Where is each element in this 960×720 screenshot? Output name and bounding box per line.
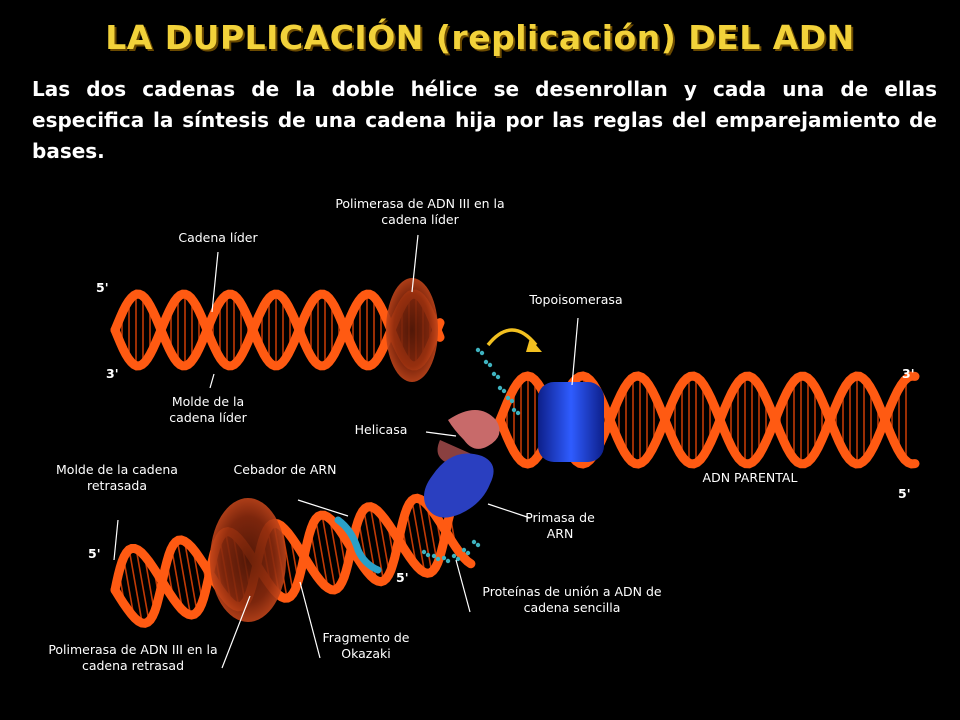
lagging-helix-base-pair (369, 506, 385, 582)
label-polimerasa-lider: Polimerasa de ADN III en la cadena líder (335, 196, 505, 227)
label-fragmento-okazaki: Fragmento de Okazaki (322, 630, 410, 661)
lagging-helix-base-pair (321, 514, 337, 590)
label-topoisomerasa: Topoisomerasa (529, 292, 623, 307)
ssb-protein-dot (461, 547, 467, 553)
lagging-polymerase (210, 498, 286, 622)
ssb-protein-dot (505, 395, 511, 401)
end-top-left-3: 3' (106, 366, 119, 381)
end-right-3: 3' (902, 366, 915, 381)
label-adn-parental: ADN PARENTAL (702, 470, 798, 485)
ssb-protein-dot (465, 550, 471, 556)
ssb-protein-dot (495, 374, 501, 380)
intro-paragraph: Las dos cadenas de la doble hélice se de… (32, 77, 937, 163)
ssb-protein-dot (441, 555, 447, 561)
label-cadena-lider: Cadena líder (178, 230, 258, 245)
ssb-protein-dot (515, 410, 521, 416)
ssb-proteins (421, 347, 521, 564)
lagging-helix-base-pair (280, 525, 295, 594)
label-helicasa: Helicasa (354, 422, 408, 437)
leading-helix-strand-a (110, 289, 445, 371)
ssb-protein-dot (475, 542, 481, 548)
lagging-helix-base-pair (128, 549, 143, 624)
topoisomerase-shape (538, 382, 604, 462)
ssb-protein-dot (497, 385, 503, 391)
lagging-helix-base-pair (329, 518, 343, 584)
end-top-left-5: 5' (96, 280, 109, 295)
ssb-protein-dot (421, 549, 427, 555)
ssb-protein-dot (455, 556, 461, 562)
lagging-helix-base-pair (122, 557, 135, 618)
ssb-protein-dot (431, 553, 437, 559)
ssb-protein-dot (475, 347, 481, 353)
label-cebador: Cebador de ARN (233, 462, 337, 477)
label-primasa: Primasa de ARN (525, 510, 595, 541)
leader-lines (113, 234, 579, 669)
ssb-protein-dot (511, 407, 517, 413)
label-polimerasa-retrasada: Polimerasa de ADN III en la cadena retra… (48, 642, 218, 673)
ssb-protein-dot (425, 552, 431, 558)
lagging-helix-base-pair (426, 504, 439, 564)
lagging-helix-strand-b (110, 493, 476, 620)
end-right-5: 5' (898, 486, 911, 501)
label-proteinas-union: Proteínas de unión a ADN de cadena senci… (482, 584, 662, 615)
lagging-helix-base-pair (183, 541, 198, 613)
ssb-protein-dot (445, 558, 451, 564)
lagging-strand-helix (110, 488, 476, 628)
ssb-protein-dot (451, 553, 457, 559)
lagging-helix-base-pair (377, 511, 391, 574)
ssb-protein-dot (501, 388, 507, 394)
ssb-protein-dot (435, 556, 441, 562)
lagging-helix-base-pair (170, 547, 184, 611)
ssb-protein-dot (491, 371, 497, 377)
lagging-helix-base-pair (417, 498, 433, 573)
rotation-arrow-head (526, 338, 542, 352)
rna-primer (334, 516, 382, 574)
lagging-helix-base-pair (411, 500, 426, 573)
leading-strand-helix (110, 289, 445, 371)
ssb-protein-dot (479, 350, 485, 356)
lagging-helix-base-pair (176, 540, 192, 616)
page-title: LA DUPLICACIÓN (replicación) DEL ADN (105, 18, 855, 57)
ssb-protein-dot (509, 398, 515, 404)
ssb-protein-dot (487, 362, 493, 368)
lagging-helix-strand-a (110, 488, 463, 628)
end-bottom-left-5: 5' (88, 546, 101, 561)
helicase-shape (448, 410, 500, 449)
label-molde-retrasada: Molde de la cadena retrasada (56, 462, 178, 493)
leading-helix-strand-b (110, 289, 445, 371)
primase-shape (424, 453, 494, 518)
lagging-helix-base-pair (135, 548, 150, 622)
ssb-protein-dot (471, 539, 477, 545)
label-molde-lider: Molde de la cadena líder (169, 394, 247, 425)
lagging-helix-base-pair (314, 518, 329, 589)
ssb-protein-dot (483, 359, 489, 365)
end-bottom-mid-5: 5' (396, 570, 409, 585)
leading-polymerase (386, 278, 438, 382)
